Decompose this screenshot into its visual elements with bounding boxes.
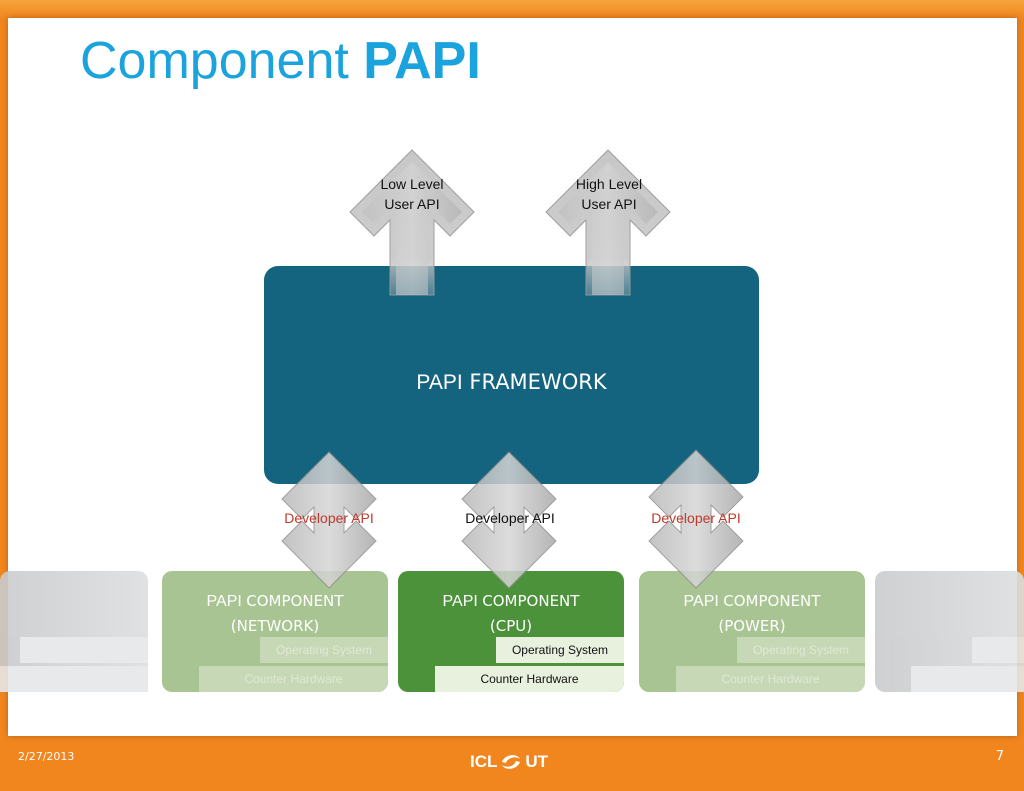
component-power: PAPI COMPONENT (POWER) Operating System …	[639, 571, 865, 692]
logo-left: ICL	[470, 752, 498, 771]
double-arrow-center	[461, 451, 557, 589]
framework-label: PAPI FRAMEWORK	[264, 370, 759, 395]
title-regular: Component	[80, 32, 349, 90]
component-sub: (NETWORK)	[230, 617, 320, 635]
side-box-right	[875, 571, 1024, 692]
developer-api-label-center: Developer API	[465, 510, 555, 526]
component-title: PAPI COMPONENT (POWER)	[683, 592, 821, 635]
os-tier: Operating System	[496, 637, 624, 663]
hardware-tier: Counter Hardware	[199, 666, 388, 692]
component-title: PAPI COMPONENT (CPU)	[442, 592, 580, 635]
swoosh-icon	[502, 755, 521, 769]
hardware-tier: Counter Hardware	[435, 666, 624, 692]
component-network: PAPI COMPONENT (NETWORK) Operating Syste…	[162, 571, 388, 692]
logo-right: UT	[525, 752, 549, 771]
framework-name: PAPI	[416, 371, 463, 394]
hardware-tier: Counter Hardware	[676, 666, 865, 692]
os-tier: Operating System	[260, 637, 388, 663]
title-bold: PAPI	[363, 32, 481, 90]
component-title: PAPI COMPONENT (NETWORK)	[206, 592, 344, 635]
component-sub: (CPU)	[489, 617, 533, 635]
double-arrow-right	[648, 449, 744, 589]
up-arrow-high-level	[545, 149, 671, 296]
page-number: 7	[995, 749, 1004, 764]
up-arrow-low-level	[349, 149, 475, 296]
slide-title: Component PAPI	[80, 30, 481, 92]
side-box-left	[0, 571, 148, 692]
footer-date: 2/27/2013	[18, 750, 75, 763]
component-sub: (POWER)	[718, 617, 786, 635]
double-arrow-left	[281, 451, 377, 589]
developer-api-label-left: Developer API	[284, 510, 374, 526]
os-tier: Operating System	[737, 637, 865, 663]
component-cpu: PAPI COMPONENT (CPU) Operating System Co…	[398, 571, 624, 692]
developer-api-label-right: Developer API	[651, 510, 741, 526]
papi-framework-box	[264, 266, 759, 484]
framework-text: FRAMEWORK	[469, 370, 607, 394]
icl-ut-logo: ICL UT	[470, 749, 548, 775]
